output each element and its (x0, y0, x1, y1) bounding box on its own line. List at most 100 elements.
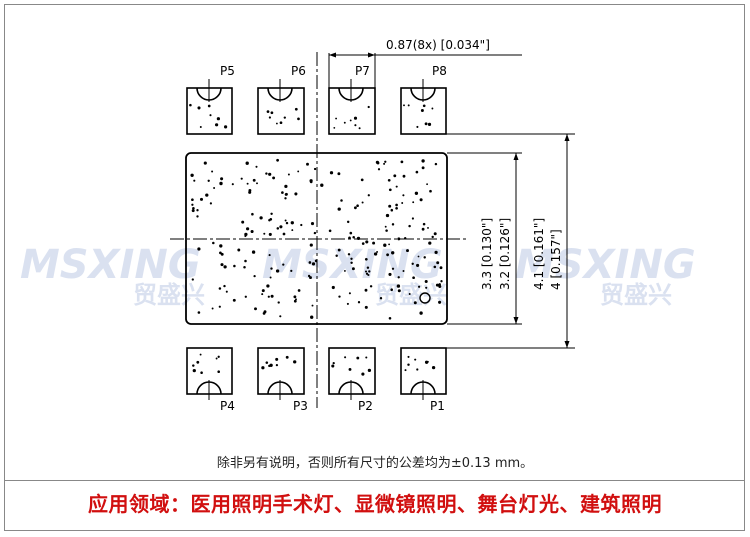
stipple-dot (335, 254, 338, 257)
stipple-dot (272, 176, 276, 180)
stipple-dot (285, 355, 289, 359)
stipple-dot (251, 250, 256, 254)
stipple-dot (259, 216, 263, 220)
stipple-dot (309, 276, 312, 280)
stipple-dot (209, 114, 212, 117)
stipple-dot (364, 257, 368, 261)
stipple-dot (284, 193, 288, 196)
stipple-dot (439, 266, 443, 270)
stipple-dot (293, 360, 297, 364)
stipple-dot (406, 249, 409, 253)
stipple-dot (320, 183, 324, 187)
stipple-dot (440, 280, 443, 283)
stipple-dot (219, 181, 223, 186)
stipple-dot (197, 311, 201, 314)
stipple-dot (243, 265, 246, 269)
stipple-dot (224, 125, 228, 129)
stipple-dot (426, 360, 429, 363)
stipple-dot (414, 191, 419, 195)
stipple-dot (337, 172, 341, 176)
stipple-dot (255, 165, 258, 168)
stipple-dot (233, 264, 236, 268)
stipple-dot (346, 302, 349, 305)
stipple-dot (207, 179, 210, 182)
stipple-dot (424, 279, 428, 284)
stipple-dot (350, 261, 353, 265)
stipple-dot (268, 116, 272, 119)
stipple-dot (368, 270, 371, 273)
pin-label-p7: P7 (355, 64, 370, 78)
stipple-dot (276, 158, 279, 162)
stipple-dot (393, 174, 397, 178)
stipple-dot (348, 292, 351, 295)
stipple-dot (388, 188, 392, 192)
stipple-dot (291, 229, 294, 232)
stipple-dot (366, 266, 370, 269)
pad-width-dimension (328, 52, 522, 88)
stipple-dot (384, 225, 387, 228)
stipple-dot (244, 259, 247, 263)
pin-label-p3: P3 (293, 399, 308, 413)
stipple-dot (403, 104, 405, 107)
stipple-dot (391, 223, 395, 226)
pin-label-p2: P2 (358, 399, 373, 413)
stipple-dot (196, 209, 199, 212)
stipple-dot (269, 276, 272, 279)
stipple-dot (279, 121, 283, 125)
stipple-dot (376, 250, 379, 253)
stipple-dot (431, 107, 434, 110)
stipple-dot (417, 255, 420, 258)
stipple-dot (213, 187, 216, 189)
stipple-dot (353, 116, 358, 120)
stipple-dot (388, 204, 392, 208)
watermark-chinese-1: 贸盛兴 (133, 281, 205, 309)
stipple-dot (308, 261, 312, 264)
stipple-dot (205, 193, 209, 197)
stipple-dot (266, 284, 270, 288)
stipple-dot (358, 127, 361, 130)
pad-p7 (328, 87, 376, 135)
stipple-dot (220, 177, 224, 181)
stipple-dot (281, 191, 284, 194)
stipple-dot (397, 237, 401, 241)
stipple-dot (383, 243, 387, 247)
stipple-dot (215, 357, 218, 360)
stipple-dot (361, 242, 365, 245)
stipple-dot (190, 173, 194, 177)
stipple-dot (413, 301, 417, 305)
stipple-dot (220, 263, 224, 267)
stipple-dot (361, 372, 365, 376)
stipple-dot (297, 170, 300, 173)
stipple-dot (367, 194, 370, 197)
stipple-dot (250, 229, 254, 234)
stipple-dot (193, 179, 196, 182)
stipple-dot (261, 293, 264, 296)
stipple-dot (400, 160, 404, 164)
stipple-dot (423, 256, 426, 259)
stipple-dot (434, 250, 438, 255)
stipple-dot (270, 111, 274, 115)
stipple-dot (268, 218, 271, 222)
stipple-dot (313, 231, 317, 235)
stipple-dot (408, 293, 411, 295)
stipple-dot (375, 160, 380, 164)
stipple-dot (351, 267, 355, 271)
stipple-dot (357, 301, 361, 304)
stipple-dot (297, 289, 301, 292)
watermark: MSXING MSXING MSXING 贸盛兴 贸盛兴 贸盛兴 (20, 242, 696, 309)
stipple-dot (412, 201, 415, 204)
stipple-dot (197, 106, 201, 110)
stipple-dot (343, 121, 346, 124)
tolerance-note: 除非另有说明，否则所有尺寸的公差均为±0.13 mm。 (216, 456, 534, 471)
pin-label-p4: P4 (220, 399, 235, 413)
stipple-dot (364, 288, 368, 292)
stipple-dot (417, 285, 421, 288)
stipple-dot (331, 364, 335, 368)
stipple-dot (237, 248, 241, 252)
stipple-dot (415, 170, 419, 174)
stipple-dot (349, 231, 353, 235)
stipple-dot (189, 103, 192, 107)
stipple-dot (353, 206, 357, 210)
stipple-dot (246, 182, 249, 185)
stipple-dot (270, 294, 274, 298)
